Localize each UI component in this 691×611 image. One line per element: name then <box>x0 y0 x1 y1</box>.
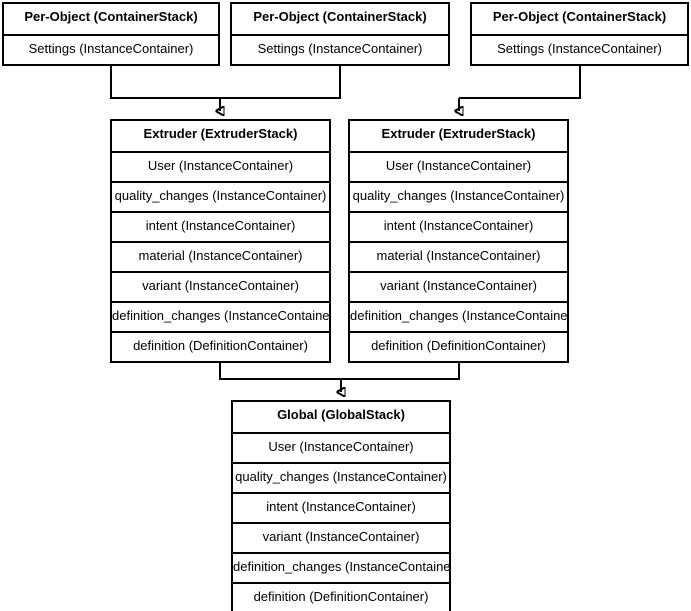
node-header: Extruder (ExtruderStack) <box>350 121 567 151</box>
node-row: quality_changes (InstanceContainer) <box>350 181 567 211</box>
node-row: variant (InstanceContainer) <box>350 271 567 301</box>
edge-extruder1-to-global <box>219 359 341 380</box>
node-row: definition (DefinitionContainer) <box>233 582 449 611</box>
node-row: User (InstanceContainer) <box>233 432 449 462</box>
node-row: intent (InstanceContainer) <box>233 492 449 522</box>
node-per-object-stack-1[interactable]: Per-Object (ContainerStack) Settings (In… <box>2 2 220 66</box>
node-row: definition_changes (InstanceContainer) <box>233 552 449 582</box>
node-row: User (InstanceContainer) <box>112 151 329 181</box>
node-row: material (InstanceContainer) <box>350 241 567 271</box>
node-header: Per-Object (ContainerStack) <box>232 4 448 34</box>
node-row: Settings (InstanceContainer) <box>232 34 448 64</box>
node-header: Per-Object (ContainerStack) <box>472 4 687 34</box>
node-row: intent (InstanceContainer) <box>350 211 567 241</box>
node-row: Settings (InstanceContainer) <box>4 34 218 64</box>
node-row: User (InstanceContainer) <box>350 151 567 181</box>
node-row: intent (InstanceContainer) <box>112 211 329 241</box>
node-per-object-stack-3[interactable]: Per-Object (ContainerStack) Settings (In… <box>470 2 689 66</box>
edge-perobject1-to-extruder1 <box>110 61 220 99</box>
node-header: Per-Object (ContainerStack) <box>4 4 218 34</box>
node-header: Global (GlobalStack) <box>233 402 449 432</box>
node-header: Extruder (ExtruderStack) <box>112 121 329 151</box>
node-row: variant (InstanceContainer) <box>233 522 449 552</box>
node-row: definition (DefinitionContainer) <box>350 331 567 361</box>
node-extruder-stack-2[interactable]: Extruder (ExtruderStack) User (InstanceC… <box>348 119 569 363</box>
node-row: definition_changes (InstanceContainer) <box>112 301 329 331</box>
edge-perobject3-to-extruder2 <box>459 61 581 99</box>
node-row: definition_changes (InstanceContainer) <box>350 301 567 331</box>
edge-perobject2-to-extruder1 <box>220 61 341 99</box>
edge-extruder2-to-global <box>341 359 460 380</box>
node-row: Settings (InstanceContainer) <box>472 34 687 64</box>
node-global-stack[interactable]: Global (GlobalStack) User (InstanceConta… <box>231 400 451 611</box>
node-row: quality_changes (InstanceContainer) <box>233 462 449 492</box>
node-row: definition (DefinitionContainer) <box>112 331 329 361</box>
node-row: variant (InstanceContainer) <box>112 271 329 301</box>
node-per-object-stack-2[interactable]: Per-Object (ContainerStack) Settings (In… <box>230 2 450 66</box>
node-row: quality_changes (InstanceContainer) <box>112 181 329 211</box>
node-row: material (InstanceContainer) <box>112 241 329 271</box>
node-extruder-stack-1[interactable]: Extruder (ExtruderStack) User (InstanceC… <box>110 119 331 363</box>
